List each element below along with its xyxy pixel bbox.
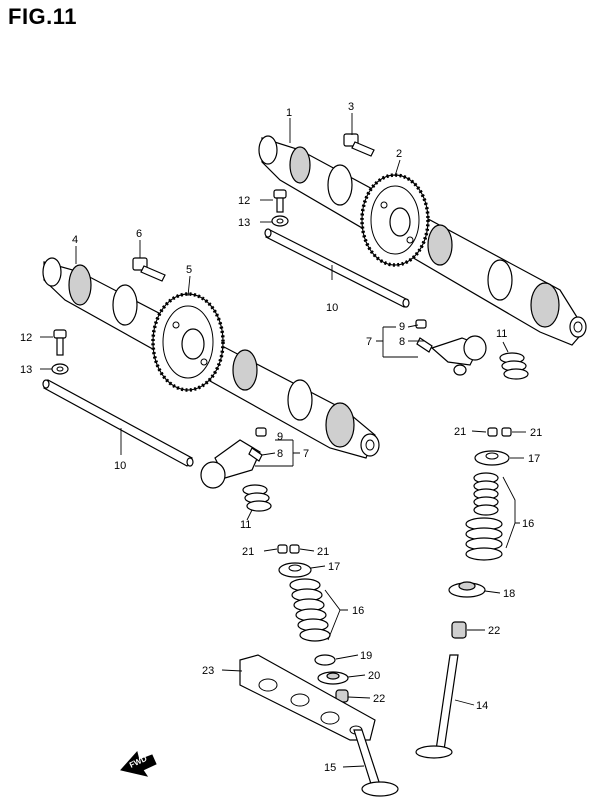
callout-21-right-a: 21 — [454, 426, 466, 438]
oil-seal-19[interactable] — [314, 654, 336, 666]
callout-7-lower: 7 — [303, 448, 309, 460]
bolt-12-upper[interactable] — [273, 189, 287, 213]
spring-seat-right[interactable] — [448, 581, 486, 598]
callout-5: 5 — [186, 264, 192, 276]
rocker-arm-lower[interactable] — [200, 427, 267, 489]
callout-16-left: 16 — [352, 605, 364, 617]
bolt-upper-sprocket[interactable] — [343, 133, 375, 157]
rocker-spring-upper[interactable] — [499, 352, 529, 380]
rocker-arm-upper[interactable] — [415, 319, 487, 376]
rocker-spring-lower[interactable] — [242, 484, 272, 512]
callout-8-lower: 8 — [277, 448, 283, 460]
callout-10-upper: 10 — [326, 302, 338, 314]
callout-4: 4 — [72, 234, 78, 246]
callout-11-upper: 11 — [496, 328, 507, 340]
valve-14[interactable] — [415, 654, 459, 759]
callout-6: 6 — [136, 228, 142, 240]
valve-cotters-right[interactable] — [487, 427, 512, 437]
gasket-plate-23[interactable] — [239, 654, 376, 741]
cam-sprocket-lower[interactable] — [151, 292, 225, 392]
callout-22-right: 22 — [488, 625, 500, 637]
callout-18: 18 — [503, 588, 515, 600]
callout-17-right: 17 — [528, 453, 540, 465]
callout-13-lower: 13 — [20, 364, 32, 376]
callout-1: 1 — [286, 107, 292, 119]
callout-10-lower: 10 — [114, 460, 126, 472]
cam-sprocket-upper[interactable] — [360, 173, 430, 267]
callout-20: 20 — [368, 670, 380, 682]
callout-7-upper: 7 — [366, 336, 372, 348]
callout-13-upper: 13 — [238, 217, 250, 229]
callout-9-lower: 9 — [277, 431, 283, 443]
callout-9-upper: 9 — [399, 321, 405, 333]
callout-12-upper: 12 — [238, 195, 250, 207]
spring-retainer-right[interactable] — [474, 450, 510, 466]
valve-seal-right[interactable] — [451, 621, 467, 639]
callout-15: 15 — [324, 762, 336, 774]
callout-16-right: 16 — [522, 518, 534, 530]
valve-15[interactable] — [353, 729, 399, 797]
spring-seat-20[interactable] — [317, 671, 349, 685]
callout-17-left: 17 — [328, 561, 340, 573]
callout-2: 2 — [396, 148, 402, 160]
spring-retainer-left[interactable] — [278, 562, 312, 578]
callout-3: 3 — [348, 101, 354, 113]
valve-springs-left[interactable] — [289, 578, 331, 642]
fwd-arrow-icon: FWD — [120, 750, 157, 777]
callout-23: 23 — [202, 665, 214, 677]
callout-19: 19 — [360, 650, 372, 662]
callout-14: 14 — [476, 700, 488, 712]
callout-21-left-b: 21 — [317, 546, 329, 558]
callout-21-left-a: 21 — [242, 546, 254, 558]
callout-labels: 1 2 3 4 5 6 7 7 8 8 9 9 10 10 11 11 12 1… — [20, 101, 542, 774]
washer-13-lower[interactable] — [51, 363, 69, 375]
bolt-lower-sprocket[interactable] — [132, 257, 166, 282]
callout-21-right-b: 21 — [530, 427, 542, 439]
leader-lines — [40, 113, 526, 768]
valve-springs-right[interactable] — [465, 472, 503, 561]
callout-11-lower: 11 — [240, 519, 251, 531]
washer-13-upper[interactable] — [271, 215, 289, 227]
callout-8-upper: 8 — [399, 336, 405, 348]
figure-title: FIG.11 — [8, 4, 78, 29]
valve-cotters-left[interactable] — [277, 544, 300, 554]
bolt-12-lower[interactable] — [53, 329, 67, 356]
callout-12-lower: 12 — [20, 332, 32, 344]
callout-22-left: 22 — [373, 693, 385, 705]
rocker-shaft-upper[interactable] — [264, 228, 410, 308]
rocker-shaft-lower[interactable] — [42, 379, 194, 467]
